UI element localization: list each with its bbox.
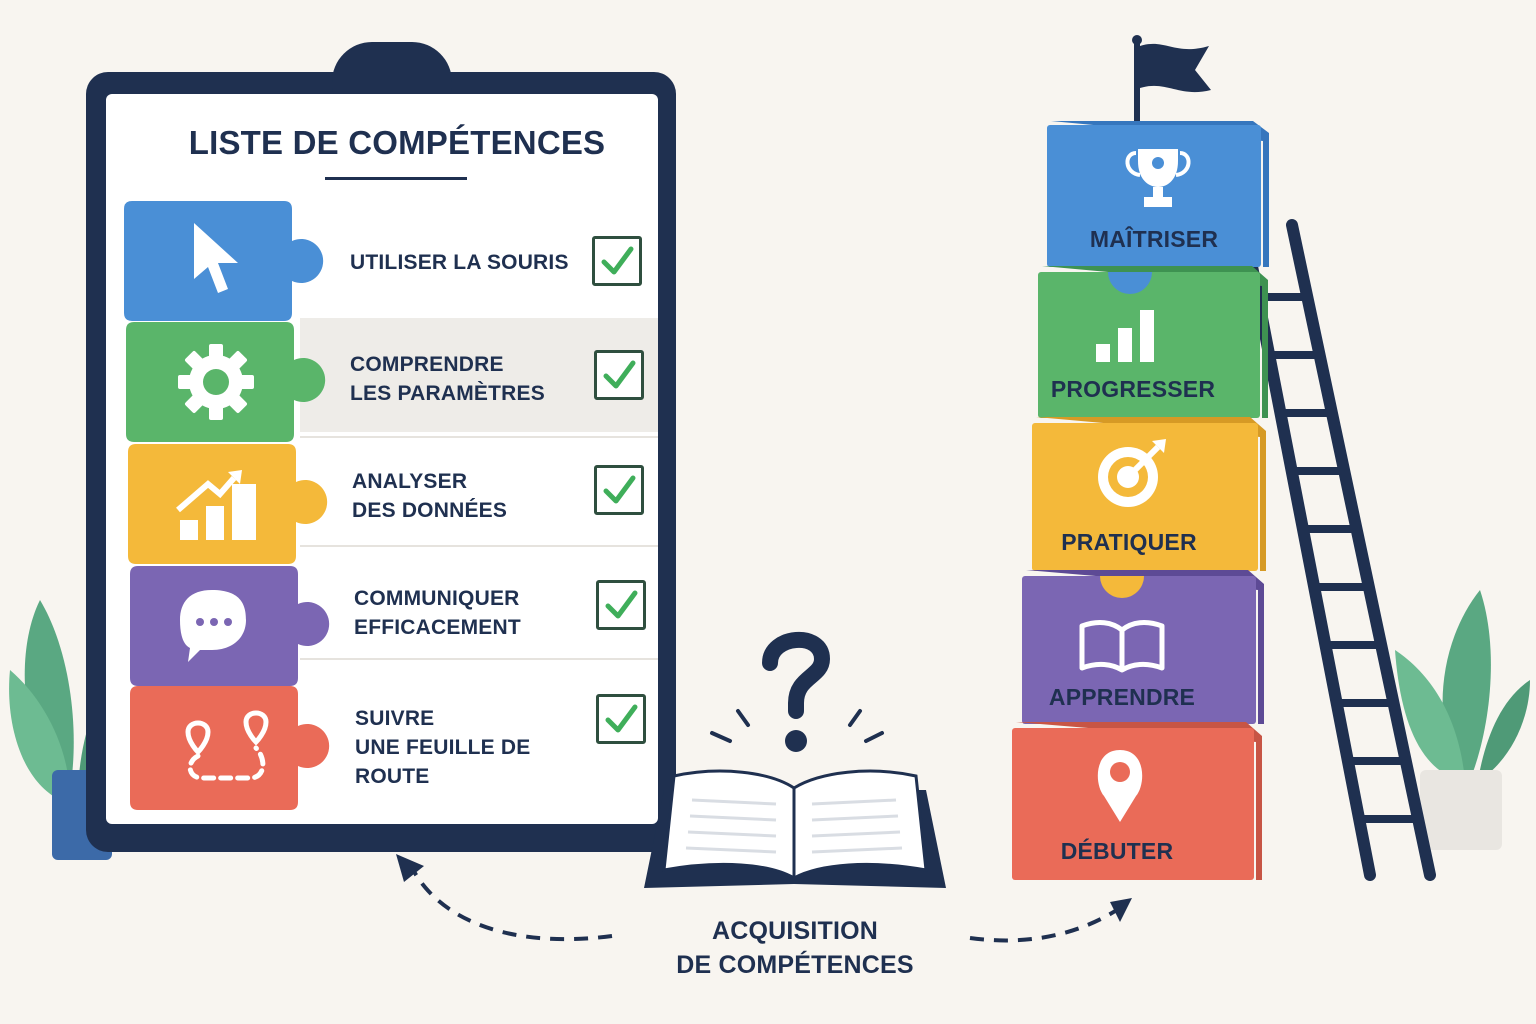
bar-chart-icon — [1096, 310, 1154, 362]
puzzle-piece-mouse — [124, 201, 324, 321]
checklist-title: LISTE DE COMPÉTENCES — [188, 124, 606, 161]
tower-block-start — [1012, 722, 1262, 880]
puzzle-piece-settings — [126, 322, 326, 442]
tower-block-practice — [1032, 417, 1266, 571]
checkbox-settings[interactable] — [594, 350, 644, 400]
arrow-to-checklist-icon — [396, 854, 613, 942]
cursor-icon — [194, 223, 238, 293]
location-pin-icon — [1097, 750, 1143, 822]
checkbox-communicate[interactable] — [596, 580, 646, 630]
tower-block-learn — [1022, 570, 1264, 724]
arrow-to-tower-icon — [969, 898, 1132, 943]
bar-chart-icon — [176, 470, 256, 540]
flag-icon — [1132, 35, 1211, 124]
tower-label-master: MAÎTRISER — [1089, 226, 1219, 252]
tower-label-progress: PROGRESSER — [1050, 376, 1216, 402]
checkmark-icon — [603, 475, 636, 504]
checkbox-data[interactable] — [594, 465, 644, 515]
target-icon — [1098, 439, 1166, 507]
chat-bubble-icon — [180, 590, 246, 662]
tower-label-practice: PRATIQUER — [1061, 529, 1197, 555]
clipboard-clip — [332, 42, 452, 98]
tower-label-start: DÉBUTER — [1060, 838, 1174, 864]
checkmark-icon — [601, 246, 634, 275]
tower-label-learn: APPRENDRE — [1048, 684, 1196, 710]
route-map-icon — [185, 710, 269, 781]
checkmark-icon — [603, 360, 636, 389]
puzzle-piece-route — [130, 686, 330, 810]
trophy-icon — [1125, 149, 1191, 207]
row-divider — [300, 436, 658, 438]
puzzle-piece-communicate — [130, 566, 330, 686]
center-caption: ACQUISITION DE COMPÉTENCES — [676, 917, 914, 979]
question-mark-icon — [710, 631, 884, 752]
open-book-icon — [644, 769, 946, 888]
checkmark-icon — [605, 704, 638, 733]
skill-label-mouse: UTILISER LA SOURIS — [350, 251, 569, 274]
tower-block-master — [1047, 121, 1269, 267]
gear-icon — [178, 344, 254, 420]
checkbox-mouse[interactable] — [592, 236, 642, 286]
checkbox-route[interactable] — [596, 694, 646, 744]
tower-block-progress — [1038, 266, 1268, 418]
checkmark-icon — [605, 590, 638, 619]
puzzle-piece-data — [128, 444, 328, 564]
title-underline — [325, 177, 467, 180]
row-divider — [300, 658, 658, 660]
open-book-icon — [1079, 620, 1165, 673]
row-divider — [300, 545, 658, 547]
plant-right-icon — [1395, 590, 1530, 850]
